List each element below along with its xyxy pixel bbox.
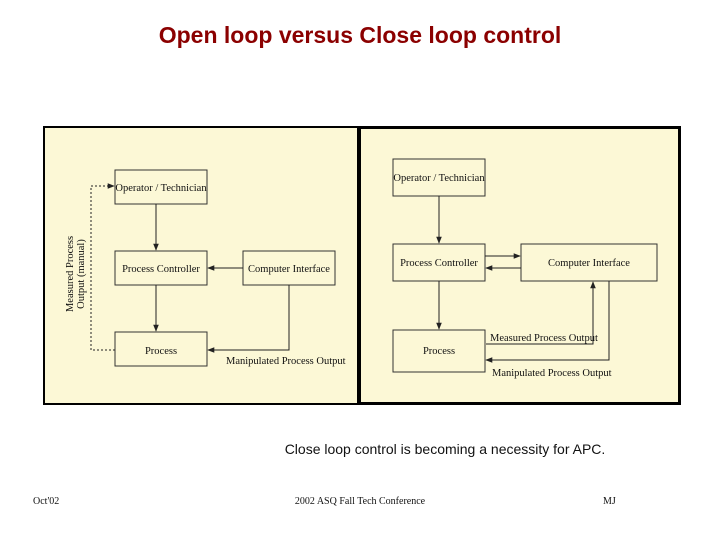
- close-arrow-measured-output: [486, 281, 596, 345]
- open-process-label: Process: [145, 346, 177, 357]
- slide-title: Open loop versus Close loop control: [158, 22, 562, 48]
- open-manipulated-label: Manipulated Process Output: [226, 356, 346, 367]
- close-loop-diagram: Operator / Technician Process Controller…: [392, 158, 658, 379]
- close-process-label: Process: [423, 346, 455, 357]
- open-controller-label: Process Controller: [122, 264, 200, 275]
- open-operator-label: Operator / Technician: [115, 183, 207, 194]
- open-measured-label-line1: Measured Process: [65, 236, 76, 312]
- close-interface-box: [520, 243, 658, 282]
- footer-author: MJ: [603, 496, 616, 507]
- open-arrow-interface-process: [207, 285, 290, 353]
- close-operator-label: Operator / Technician: [393, 173, 485, 184]
- close-measured-label: Measured Process Output: [490, 333, 598, 344]
- close-interface-label: Computer Interface: [548, 258, 630, 269]
- close-manipulated-label: Manipulated Process Output: [492, 368, 612, 379]
- close-controller-box: [392, 243, 486, 282]
- open-measured-label-line2: Output (manual): [76, 239, 87, 309]
- close-process-box: [392, 329, 486, 373]
- open-manual-feedback-line: [90, 183, 115, 351]
- open-interface-label: Computer Interface: [248, 264, 330, 275]
- open-loop-diagram: Operator / Technician Process Controller…: [65, 169, 346, 367]
- close-operator-box: [392, 158, 486, 197]
- open-process-box: [114, 331, 208, 367]
- footer-date: Oct'02: [33, 496, 60, 507]
- close-controller-label: Process Controller: [400, 258, 478, 269]
- slide-caption: Close loop control is becoming a necessi…: [284, 441, 606, 457]
- footer-conference: 2002 ASQ Fall Tech Conference: [294, 496, 426, 507]
- close-arrow-manipulated-output: [485, 281, 610, 363]
- open-controller-box: [114, 250, 208, 286]
- open-operator-box: [114, 169, 208, 205]
